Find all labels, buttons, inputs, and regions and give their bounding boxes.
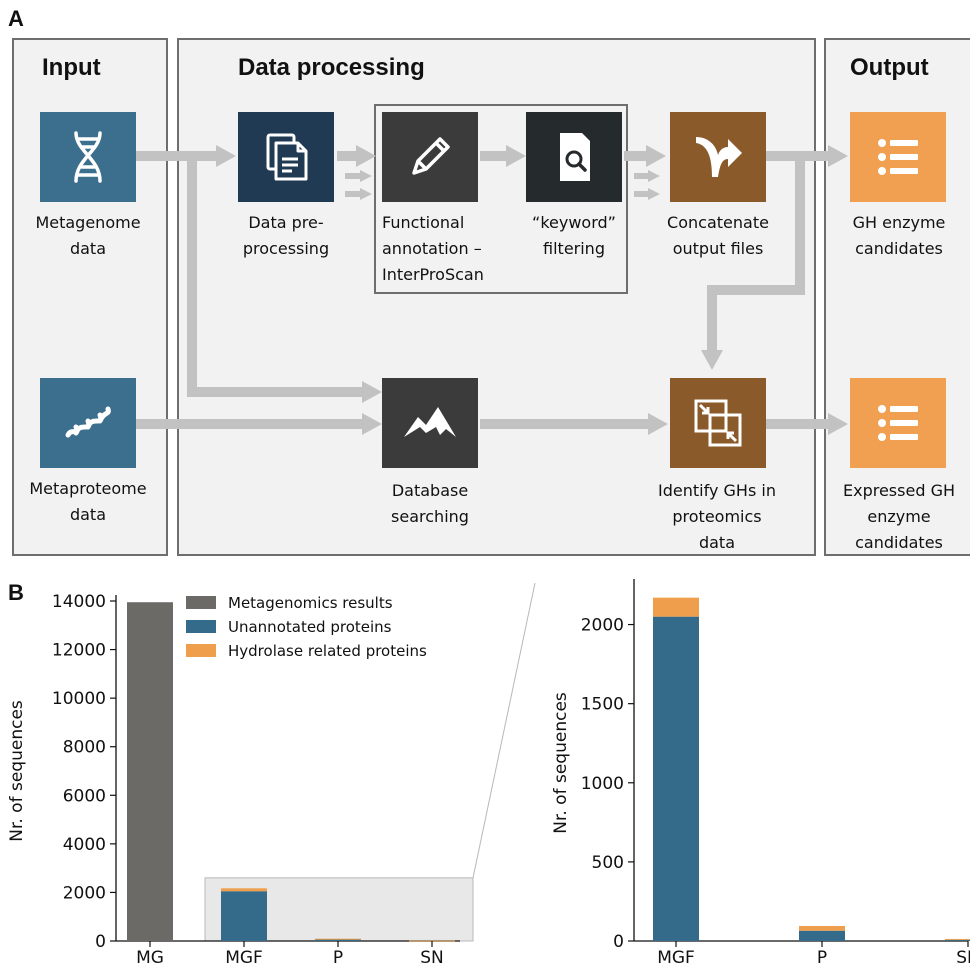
merge-arrow-icon <box>670 112 766 202</box>
file-search-icon <box>526 112 622 202</box>
bar-sn-unannotated <box>945 939 970 941</box>
legend-label: Metagenomics results <box>228 594 393 612</box>
x-tick-label-right: SN <box>956 948 970 965</box>
legend-swatch <box>186 596 216 609</box>
bar-mgf-hydrolase <box>653 597 699 617</box>
bar-sn-hydrolase <box>945 938 970 940</box>
y-tick-label-right: 2000 <box>581 616 624 636</box>
concatenate-label: Concatenate output files <box>667 213 769 258</box>
bar-mgf-unannotated <box>221 891 267 941</box>
bar-p-hydrolase <box>799 925 845 931</box>
flow-arrows <box>136 145 848 435</box>
metagenome-label: Metagenome data <box>35 213 141 258</box>
protein-helix-icon <box>40 378 136 468</box>
legend-swatch <box>186 644 216 657</box>
output-title: Output <box>850 54 929 81</box>
arrow-concatenate-to-identify <box>701 156 805 370</box>
y-tick-label-right: 500 <box>592 853 624 873</box>
bar-p-unannotated <box>799 930 845 941</box>
bar-p-hydrolase <box>315 938 361 940</box>
identify-label: Identify GHs in proteomics data <box>658 481 776 552</box>
y-axis-label-right: Nr. of sequences <box>551 692 571 834</box>
bar-mgf-hydrolase <box>221 888 267 892</box>
y-tick-label-left: 8000 <box>63 738 106 758</box>
processing-title: Data processing <box>238 54 425 81</box>
arrow-small-1 <box>345 173 362 197</box>
overlapping-squares-icon <box>670 378 766 468</box>
pencil-icon <box>382 112 478 202</box>
dna-icon <box>40 112 136 202</box>
legend-swatch <box>186 620 216 633</box>
y-tick-label-right: 1500 <box>581 695 624 715</box>
expressed-label: Expressed GH enzyme candidates <box>843 481 955 552</box>
y-axis-label-left: Nr. of sequences <box>7 700 27 842</box>
y-tick-label-left: 10000 <box>52 689 106 709</box>
y-tick-label-left: 12000 <box>52 641 106 661</box>
list-icon <box>850 378 946 468</box>
panel-a-label: A <box>8 6 24 31</box>
documents-icon <box>238 112 334 202</box>
y-tick-label-left: 14000 <box>52 592 106 612</box>
database-searching-label: Database searching <box>391 481 469 526</box>
legend-label: Hydrolase related proteins <box>228 642 427 660</box>
x-tick-label-left: MG <box>136 948 164 965</box>
bar-p-unannotated <box>315 939 361 941</box>
legend-label: Unannotated proteins <box>228 618 392 636</box>
y-tick-label-left: 2000 <box>63 883 106 903</box>
y-tick-label-right: 0 <box>613 932 624 952</box>
x-tick-label-left: SN <box>420 948 444 965</box>
preprocessing-label: Data pre- processing <box>242 213 330 258</box>
arrow-small-2 <box>634 173 650 197</box>
x-tick-label-right: MGF <box>657 948 695 965</box>
mountains-icon <box>382 378 478 468</box>
y-tick-label-right: 1000 <box>581 774 624 794</box>
keyword-label: “keyword” filtering <box>532 213 616 258</box>
input-section <box>12 38 168 556</box>
y-tick-label-left: 4000 <box>63 835 106 855</box>
gh-candidates-label: GH enzyme candidates <box>852 213 946 258</box>
zoom-connector-line <box>472 582 536 878</box>
panel-b-label: B <box>8 580 24 605</box>
annotation-filter-group <box>374 104 628 294</box>
annotation-label: Functional annotation – InterProScan <box>382 213 484 284</box>
bar-mg-metagenomics <box>127 602 173 941</box>
metaproteome-label: Metaproteome data <box>29 479 147 524</box>
x-tick-label-left: P <box>333 948 343 965</box>
arrow-branch-to-database <box>187 156 382 403</box>
input-title: Input <box>42 54 101 81</box>
list-icon <box>850 112 946 202</box>
x-tick-label-right: P <box>817 948 827 965</box>
y-tick-label-left: 6000 <box>63 786 106 806</box>
x-tick-label-left: MGF <box>225 948 263 965</box>
y-tick-label-left: 0 <box>95 932 106 952</box>
bar-mgf-unannotated <box>653 616 699 941</box>
